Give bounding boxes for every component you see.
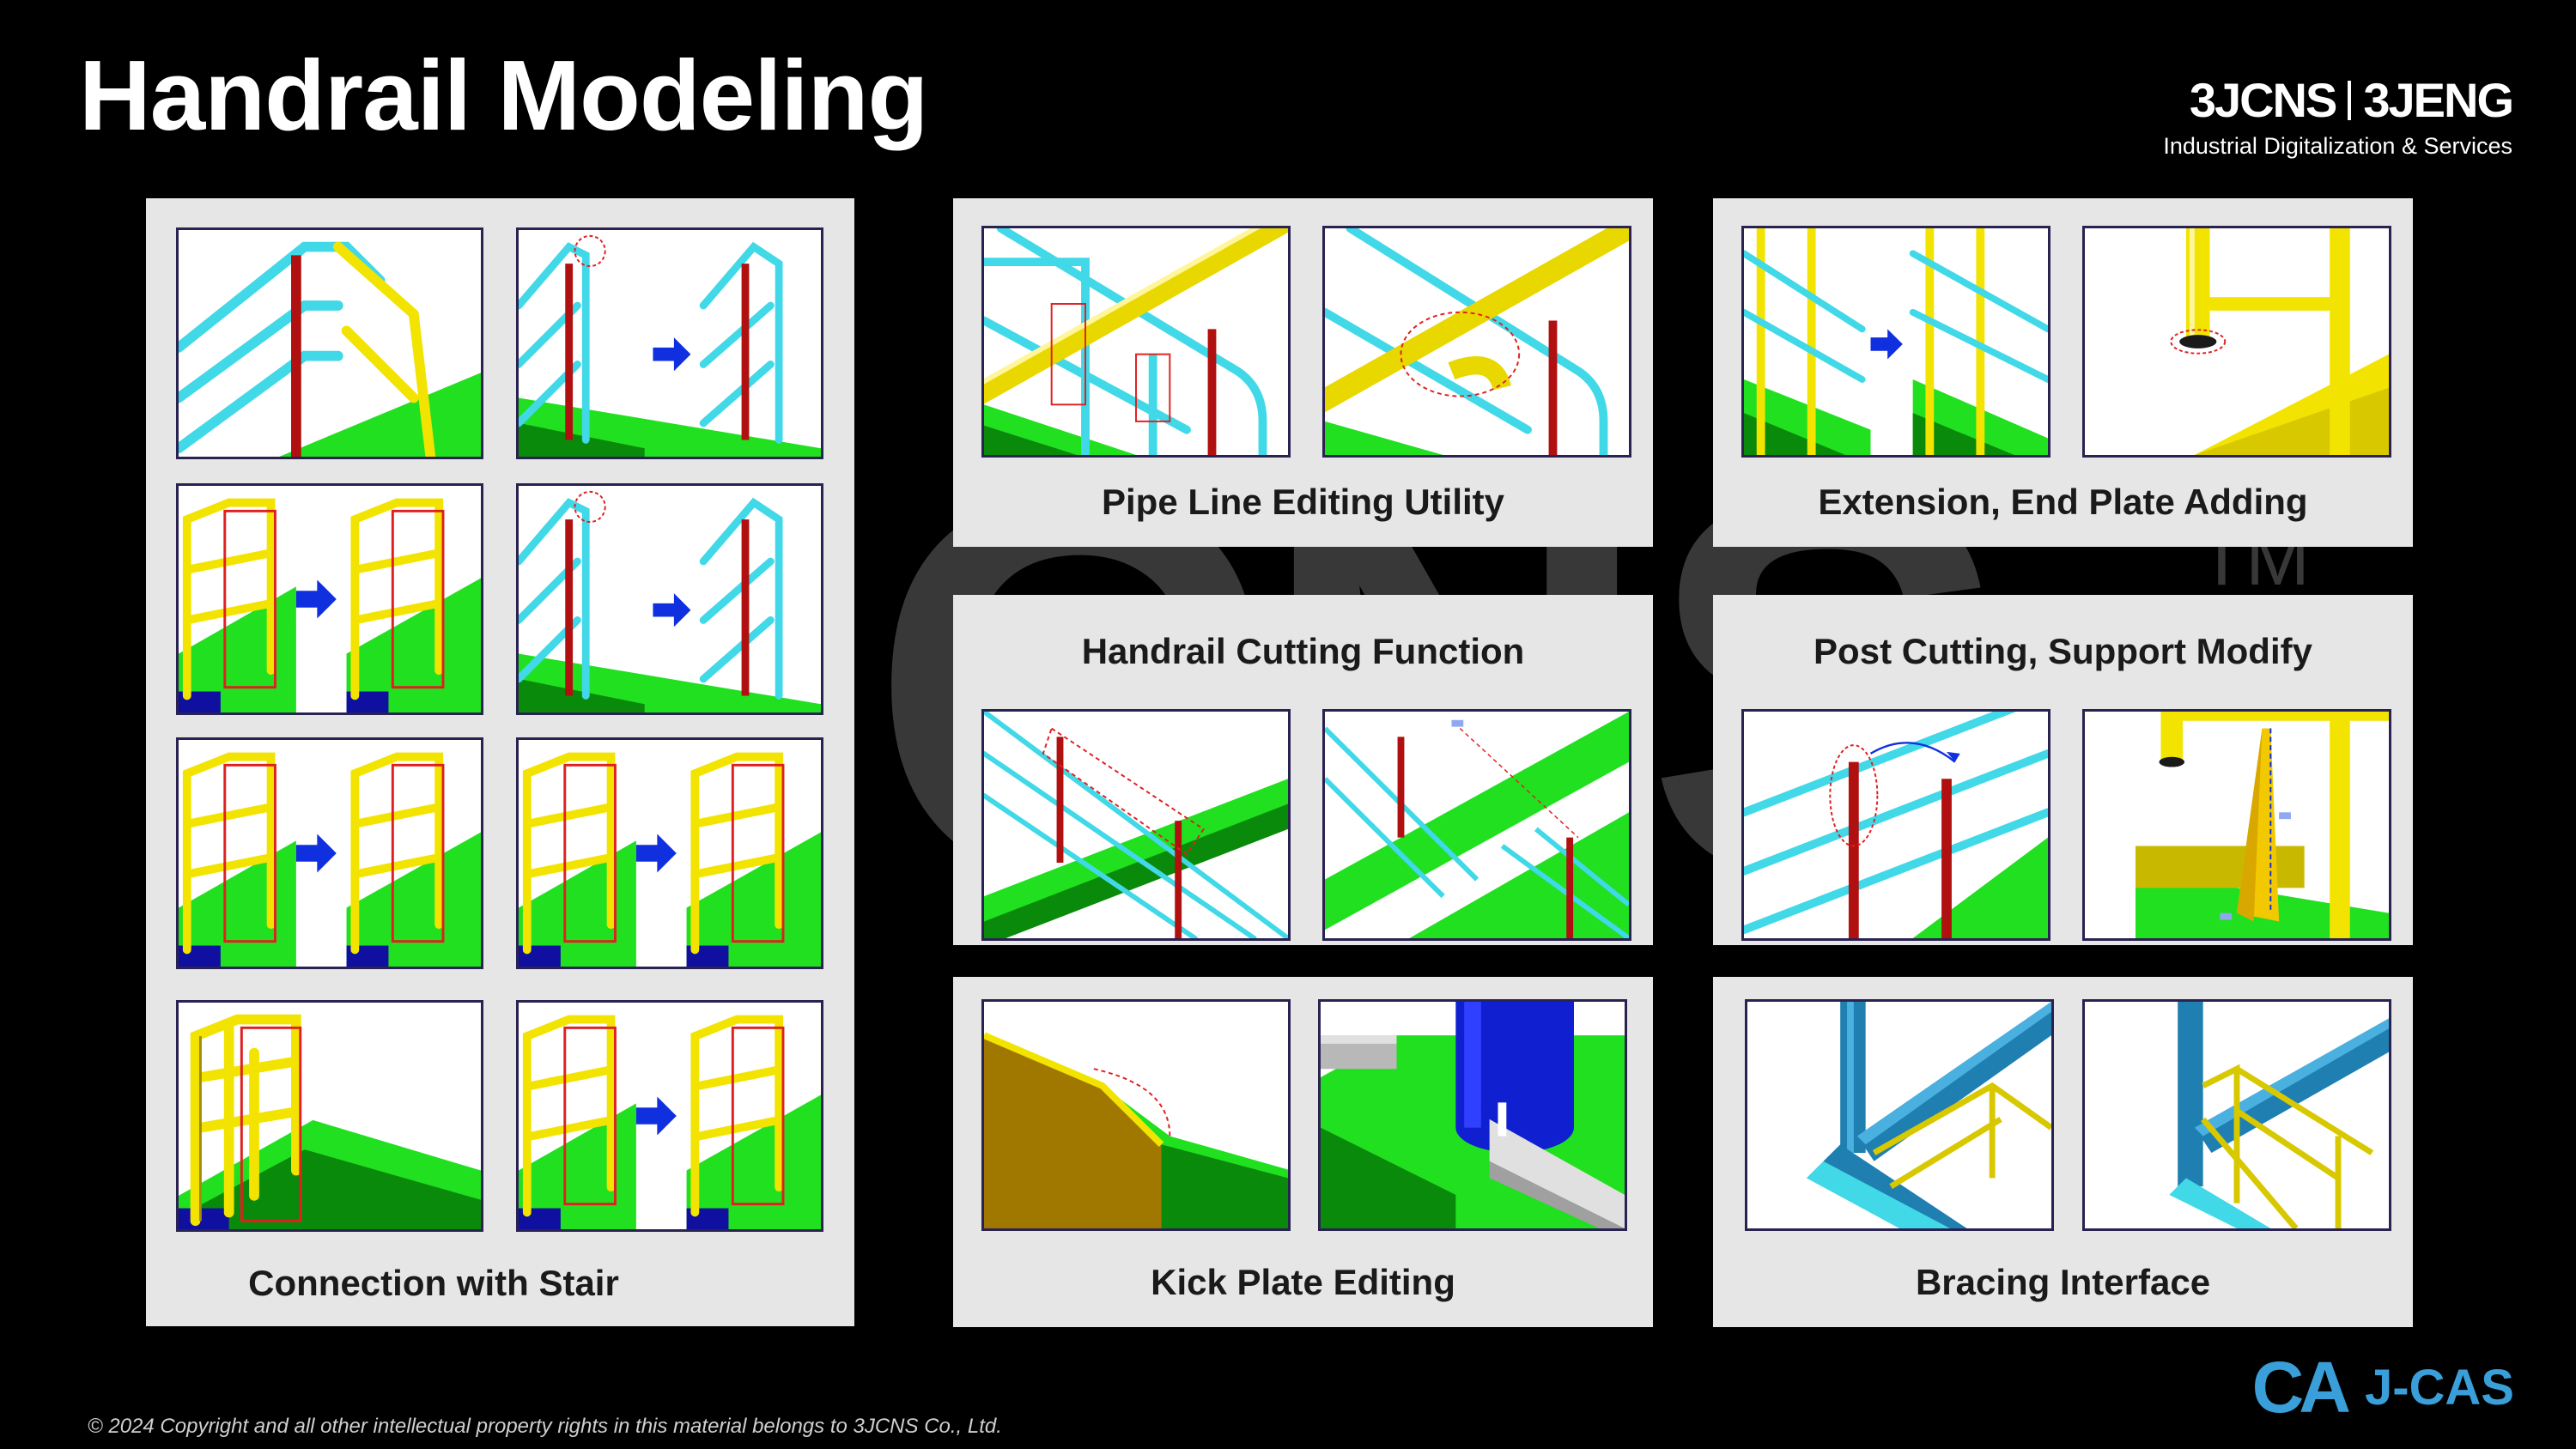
panel-post-cutting: Post Cutting, Support Modify bbox=[1713, 595, 2413, 945]
panel-kick-plate-editing: Kick Plate Editing bbox=[953, 977, 1653, 1327]
stair-thumb-6 bbox=[516, 737, 823, 969]
brace-thumb-2 bbox=[2082, 999, 2391, 1231]
brace-thumb-1 bbox=[1745, 999, 2054, 1231]
stair-thumb-2 bbox=[516, 227, 823, 459]
label-pipe-line-editing: Pipe Line Editing Utility bbox=[1101, 482, 1504, 522]
kick-thumb-2 bbox=[1318, 999, 1627, 1231]
stair-thumb-3 bbox=[176, 483, 483, 715]
kick-thumb-1 bbox=[981, 999, 1291, 1231]
brand-separator bbox=[2348, 80, 2352, 120]
pipe-thumb-1 bbox=[981, 226, 1291, 458]
page-title: Handrail Modeling bbox=[79, 39, 928, 151]
label-bracing-interface: Bracing Interface bbox=[1915, 1262, 2211, 1302]
jcas-logo-mark: CA bbox=[2251, 1347, 2351, 1428]
brand-3jeng: 3JENG bbox=[2363, 73, 2514, 127]
panel-handrail-cutting: Handrail Cutting Function bbox=[953, 595, 1653, 945]
post-thumb-2 bbox=[2082, 709, 2391, 941]
stair-thumb-8 bbox=[516, 1000, 823, 1232]
copyright-notice: © 2024 Copyright and all other intellect… bbox=[88, 1415, 1002, 1438]
label-kick-plate-editing: Kick Plate Editing bbox=[1151, 1262, 1455, 1302]
panel-extension-end-plate: Extension, End Plate Adding bbox=[1713, 198, 2413, 547]
cut-thumb-2 bbox=[1322, 709, 1631, 941]
pipe-thumb-2 bbox=[1322, 226, 1631, 458]
stair-thumb-5 bbox=[176, 737, 483, 969]
panel-bracing-interface: Bracing Interface bbox=[1713, 977, 2413, 1327]
jcas-logo-text: J-CAS bbox=[2364, 1360, 2514, 1416]
cut-thumb-1 bbox=[981, 709, 1291, 941]
label-post-cutting: Post Cutting, Support Modify bbox=[1814, 631, 2312, 671]
stair-thumb-4 bbox=[516, 483, 823, 715]
stair-thumb-7 bbox=[176, 1000, 483, 1232]
brand-name: 3JCNS 3JENG bbox=[2163, 72, 2514, 128]
jcas-logo: CA J-CAS bbox=[2252, 1346, 2514, 1429]
panel-pipe-line-editing: Pipe Line Editing Utility bbox=[953, 198, 1653, 547]
post-thumb-1 bbox=[1741, 709, 2050, 941]
label-extension-end-plate: Extension, End Plate Adding bbox=[1818, 482, 2308, 522]
brand-block: 3JCNS 3JENG Industrial Digitalization & … bbox=[2163, 72, 2514, 160]
ext-thumb-2 bbox=[2082, 226, 2391, 458]
stair-thumb-1 bbox=[176, 227, 483, 459]
brand-3jcns: 3JCNS bbox=[2189, 73, 2338, 127]
label-connection-with-stair: Connection with Stair bbox=[248, 1263, 619, 1303]
ext-thumb-1 bbox=[1741, 226, 2050, 458]
panel-connection-with-stair: Connection with Stair bbox=[146, 198, 854, 1326]
brand-tagline: Industrial Digitalization & Services bbox=[2163, 133, 2512, 159]
label-handrail-cutting: Handrail Cutting Function bbox=[1081, 631, 1525, 671]
